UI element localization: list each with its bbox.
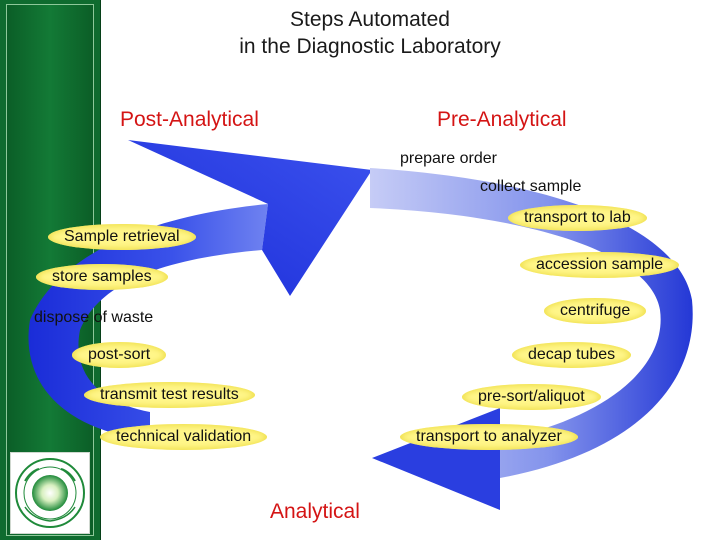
seal-icon <box>15 458 85 528</box>
left-cycle-arrow <box>28 204 268 440</box>
step-technical-validation: technical validation <box>100 424 268 450</box>
step-centrifuge: centrifuge <box>544 298 647 324</box>
university-seal-logo <box>10 452 90 534</box>
title-line-1: Steps Automated <box>290 8 450 31</box>
step-post-sort: post-sort <box>72 342 167 368</box>
step-prepare-order: prepare order <box>400 150 497 167</box>
slide-title: Steps Automated in the Diagnostic Labora… <box>110 6 630 60</box>
step-store-samples: store samples <box>36 264 168 290</box>
phase-post-analytical: Post-Analytical <box>120 108 259 131</box>
step-dispose-of-waste: dispose of waste <box>34 309 154 326</box>
step-collect-sample: collect sample <box>480 178 582 195</box>
step-pre-sort-aliquot: pre-sort/aliquot <box>462 384 601 410</box>
phase-analytical: Analytical <box>270 500 360 523</box>
step-transport-to-lab: transport to lab <box>508 205 647 231</box>
step-accession-sample: accession sample <box>520 252 680 278</box>
step-sample-retrieval: Sample retrieval <box>48 224 196 250</box>
step-transport-to-analyzer: transport to analyzer <box>400 424 578 450</box>
right-cycle-arrow <box>370 168 693 478</box>
phase-pre-analytical: Pre-Analytical <box>437 108 567 131</box>
step-transmit-test-results: transmit test results <box>84 382 255 408</box>
step-decap-tubes: decap tubes <box>512 342 632 368</box>
left-arrow-head <box>128 140 372 296</box>
title-line-2: in the Diagnostic Laboratory <box>239 35 501 58</box>
